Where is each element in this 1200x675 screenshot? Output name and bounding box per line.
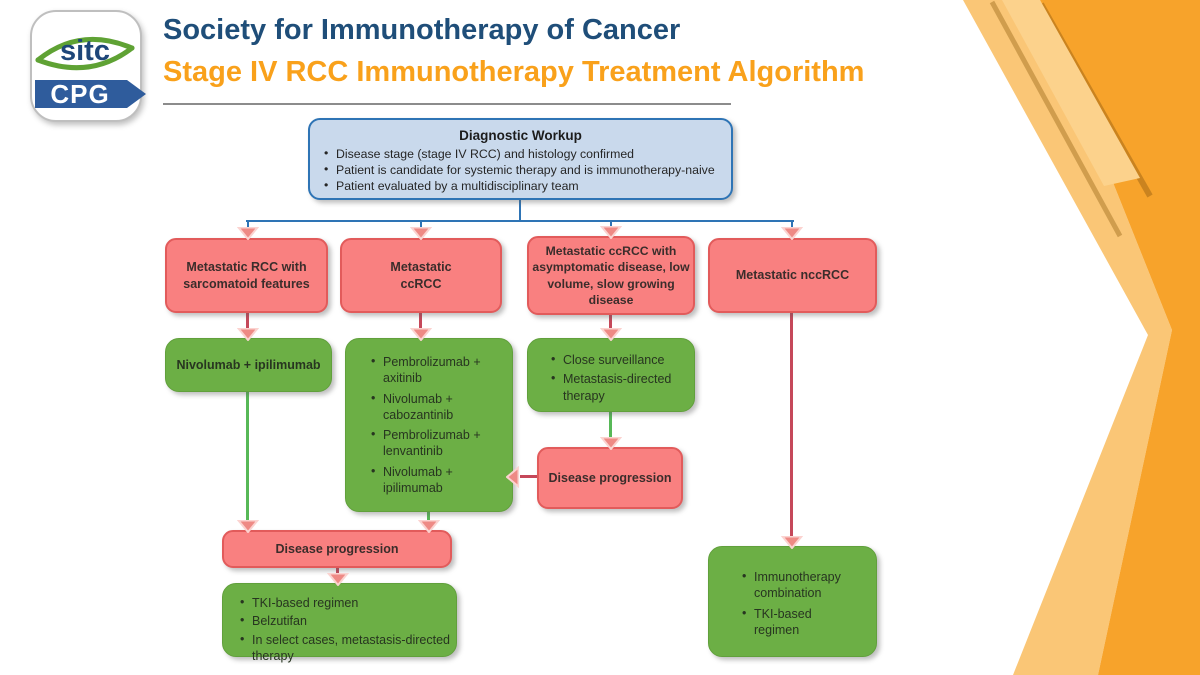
chevron-light-band xyxy=(963,0,1172,675)
treatment-bullet: In select cases, metastasis-directed the… xyxy=(239,631,464,665)
treatment-bullet: Nivolumab + cabozantinib xyxy=(370,390,511,424)
logo-brand-text: sitc xyxy=(60,35,110,67)
arrow-down-icon xyxy=(600,437,622,450)
node-disease-progression-mid: Disease progression xyxy=(537,447,683,509)
logo-swoosh-icon xyxy=(35,45,135,71)
arrow-down-icon xyxy=(781,536,803,549)
arrow-down-icon xyxy=(237,520,259,533)
connector-diagnostic-stem xyxy=(519,199,521,221)
treatment-bullet: Pembrolizumab + axitinib xyxy=(370,353,511,387)
connector-surveillance-to-progression xyxy=(609,412,612,439)
node-label: Disease progression xyxy=(275,541,399,556)
logo-sub-text: CPG xyxy=(50,79,109,109)
chevron-strip-shadow-2 xyxy=(989,0,1123,238)
arrow-down-icon xyxy=(418,520,440,533)
connector-sarcomatoid-to-treatment xyxy=(246,313,249,331)
arrow-down-icon xyxy=(781,227,803,240)
chevron-dark-panel xyxy=(1040,0,1200,675)
diagnostic-title: Diagnostic Workup xyxy=(459,128,582,143)
arrow-down-icon xyxy=(237,328,259,341)
node-label: Metastatic RCC with sarcomatoid features xyxy=(183,259,310,291)
node-nivolumab-ipilimumab: Nivolumab + ipilimumab xyxy=(165,338,332,392)
connector-ccrcc-to-treatment xyxy=(419,313,422,331)
treatment-bullet: Nivolumab + ipilimumab xyxy=(370,463,511,497)
connector-branch-rail xyxy=(246,220,794,222)
diagnostic-bullet: Disease stage (stage IV RCC) and histolo… xyxy=(323,146,718,161)
page-subtitle: Stage IV RCC Immunotherapy Treatment Alg… xyxy=(163,56,865,88)
arrow-down-icon xyxy=(410,328,432,341)
arrow-down-icon xyxy=(600,226,622,239)
arrow-down-icon xyxy=(410,227,432,240)
node-metastatic-ccrcc: Metastatic ccRCC xyxy=(340,238,502,313)
treatment-bullet: Metastasis-directed therapy xyxy=(550,370,705,404)
node-ccrcc-treatments: Pembrolizumab + axitinib Nivolumab + cab… xyxy=(345,338,513,512)
node-metastatic-nccrcc: Metastatic nccRCC xyxy=(708,238,877,313)
page-title: Society for Immunotherapy of Cancer xyxy=(163,14,681,46)
title-divider xyxy=(163,103,731,105)
connector-indolent-to-treatment xyxy=(609,315,612,331)
node-metastatic-ccrcc-indolent: Metastatic ccRCC with asymptomatic disea… xyxy=(527,236,695,315)
node-disease-progression-bottom: Disease progression xyxy=(222,530,452,568)
diagnostic-bullet: Patient evaluated by a multidisciplinary… xyxy=(323,178,718,193)
connector-treatment2-to-progression xyxy=(427,512,430,522)
node-post-progression-treatments: TKI-based regimen Belzutifan In select c… xyxy=(222,583,457,663)
node-label: Metastatic ccRCC with asymptomatic disea… xyxy=(532,243,690,307)
node-label: Metastatic nccRCC xyxy=(735,268,850,283)
arrow-down-icon xyxy=(327,573,349,586)
node-metastatic-rcc-sarcomatoid: Metastatic RCC with sarcomatoid features xyxy=(165,238,328,313)
node-label: Metastatic ccRCC xyxy=(390,259,452,291)
treatment-bullet: Close surveillance xyxy=(550,351,705,368)
chevron-top-strip xyxy=(1002,0,1140,186)
treatment-bullet: TKI-based regimen xyxy=(239,594,464,611)
logo-swoosh-icon xyxy=(35,36,135,63)
node-surveillance: Close surveillance Metastasis-directed t… xyxy=(527,338,695,412)
node-nccrcc-treatments: Immunotherapy combination TKI-based regi… xyxy=(708,546,877,657)
node-diagnostic-workup: Diagnostic Workup Disease stage (stage I… xyxy=(308,118,733,200)
arrow-down-icon xyxy=(600,328,622,341)
logo-cpg-banner xyxy=(35,80,146,108)
arrow-left-icon xyxy=(506,466,519,488)
node-label: Disease progression xyxy=(548,470,672,485)
treatment-bullet: TKI-based regimen xyxy=(741,605,856,639)
treatment-bullet: Pembrolizumab + lenvantinib xyxy=(370,426,511,460)
connector-progression-to-ccrcc-treatment xyxy=(520,475,538,478)
diagnostic-bullet: Patient is candidate for systemic therap… xyxy=(323,162,718,177)
connector-treatment1-to-progression xyxy=(246,392,249,522)
treatment-bullet: Immunotherapy combination xyxy=(741,568,856,602)
arrow-down-icon xyxy=(237,227,259,240)
node-label: Nivolumab + ipilimumab xyxy=(176,357,321,372)
sitc-cpg-logo: sitc CPG xyxy=(30,10,146,122)
treatment-bullet: Belzutifan xyxy=(239,612,464,629)
connector-nccrcc-to-treatment xyxy=(790,313,793,539)
